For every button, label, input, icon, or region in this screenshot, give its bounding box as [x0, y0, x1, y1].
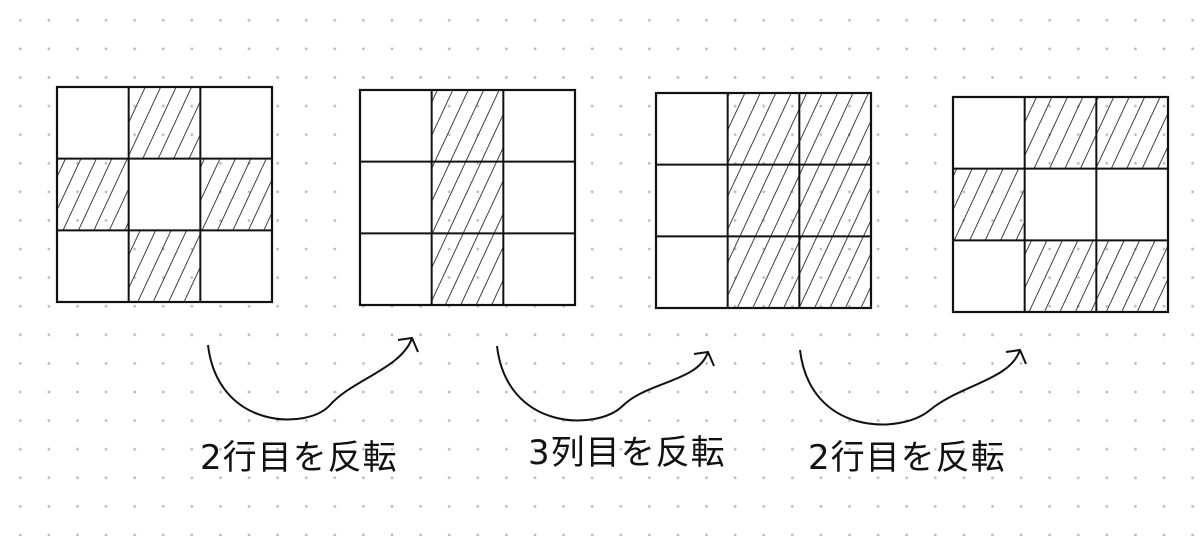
shaded-cell: [431, 233, 504, 305]
shaded-cell: [128, 87, 201, 159]
empty-cell: [503, 90, 575, 162]
shaded-cell: [1024, 240, 1097, 312]
shaded-cell: [799, 93, 871, 165]
empty-cell: [360, 161, 432, 234]
transition-arrow-1: [207, 337, 413, 421]
shaded-cell: [799, 164, 871, 237]
shaded-cell: [431, 90, 504, 162]
empty-cell: [953, 97, 1025, 169]
shaded-cell: [128, 230, 201, 302]
operation-label-3: 2行目を反転: [808, 438, 1006, 478]
empty-cell: [128, 158, 201, 231]
empty-cell: [503, 161, 575, 234]
operation-label-2: 3列目を反転: [528, 433, 726, 473]
empty-cell: [57, 230, 129, 302]
empty-cell: [656, 93, 728, 165]
empty-cell: [953, 240, 1025, 312]
shaded-cell: [200, 158, 272, 231]
arrowhead-icon: [1005, 348, 1027, 365]
arrowhead-icon: [397, 336, 419, 353]
shaded-cell: [953, 168, 1025, 241]
shaded-cell: [431, 161, 504, 234]
grid-2: [358, 88, 577, 307]
empty-cell: [656, 164, 728, 237]
shaded-cell: [57, 158, 129, 231]
empty-cell: [360, 233, 432, 305]
arrowhead-icon: [693, 350, 715, 367]
grid-1: [55, 85, 274, 304]
transition-arrow-3: [799, 349, 1021, 426]
shaded-cell: [1096, 97, 1168, 169]
grid-4: [951, 95, 1170, 314]
operation-label-1: 2行目を反転: [200, 438, 398, 478]
shaded-cell: [1096, 240, 1168, 312]
empty-cell: [503, 233, 575, 305]
transition-arrow-2: [496, 345, 709, 422]
empty-cell: [200, 230, 272, 302]
shaded-cell: [727, 236, 800, 308]
shaded-cell: [727, 164, 800, 237]
shaded-cell: [799, 236, 871, 308]
empty-cell: [200, 87, 272, 159]
empty-cell: [1096, 168, 1168, 241]
empty-cell: [1024, 168, 1097, 241]
empty-cell: [360, 90, 432, 162]
empty-cell: [656, 236, 728, 308]
shaded-cell: [1024, 97, 1097, 169]
grid-3: [654, 91, 873, 310]
shaded-cell: [727, 93, 800, 165]
empty-cell: [57, 87, 129, 159]
